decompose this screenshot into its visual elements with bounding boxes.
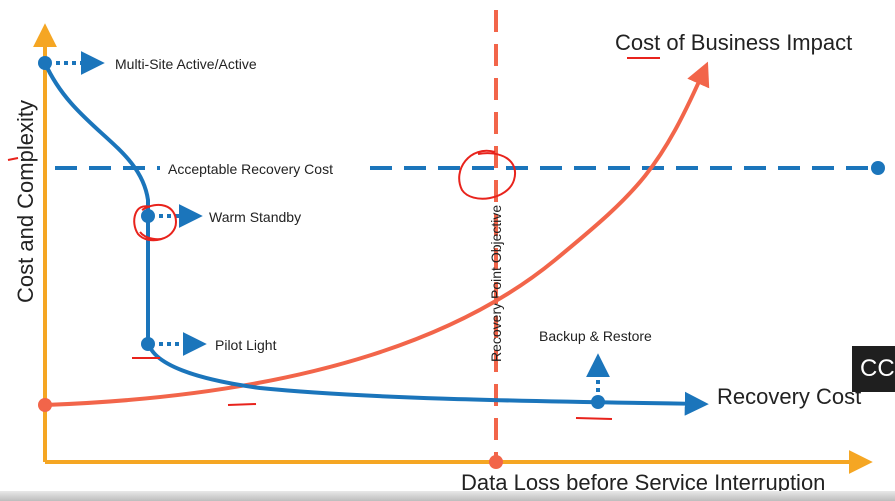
closed-captions-button[interactable]: CC bbox=[852, 346, 895, 392]
pilot-light-dot bbox=[141, 337, 155, 351]
business-impact-start-dot bbox=[38, 398, 52, 412]
acceptable-recovery-cost-label: Acceptable Recovery Cost bbox=[168, 161, 333, 177]
backup-restore-underline-annotation bbox=[575, 417, 613, 420]
pilot-light-label: Pilot Light bbox=[215, 337, 277, 353]
backup-restore-label: Backup & Restore bbox=[539, 328, 652, 344]
recovery-point-objective-axis-dot bbox=[489, 455, 503, 469]
warm-standby-label: Warm Standby bbox=[209, 209, 301, 225]
acceptable-recovery-cost-endpoint bbox=[871, 161, 885, 175]
y-axis-label: Cost and Complexity bbox=[13, 100, 38, 303]
curve-tick-annotation bbox=[227, 403, 257, 406]
video-controls-bar bbox=[0, 491, 895, 501]
warm-standby-circle-annotation bbox=[133, 203, 178, 242]
warm-standby-dot bbox=[141, 209, 155, 223]
multi-site-label: Multi-Site Active/Active bbox=[115, 56, 257, 72]
recovery-point-objective-label: Recovery Point Objective bbox=[488, 205, 504, 362]
y-axis-tick-annotation bbox=[7, 157, 19, 161]
recovery-cost-label: Recovery Cost bbox=[717, 384, 861, 409]
x-axis-label: Data Loss before Service Interruption bbox=[461, 470, 825, 495]
multi-site-dot bbox=[38, 56, 52, 70]
recovery-cost-curve bbox=[43, 62, 709, 416]
backup-restore-dot bbox=[591, 395, 605, 409]
rpo-circle-annotation bbox=[458, 149, 517, 200]
business-impact-label: Cost of Business Impact bbox=[615, 30, 852, 55]
